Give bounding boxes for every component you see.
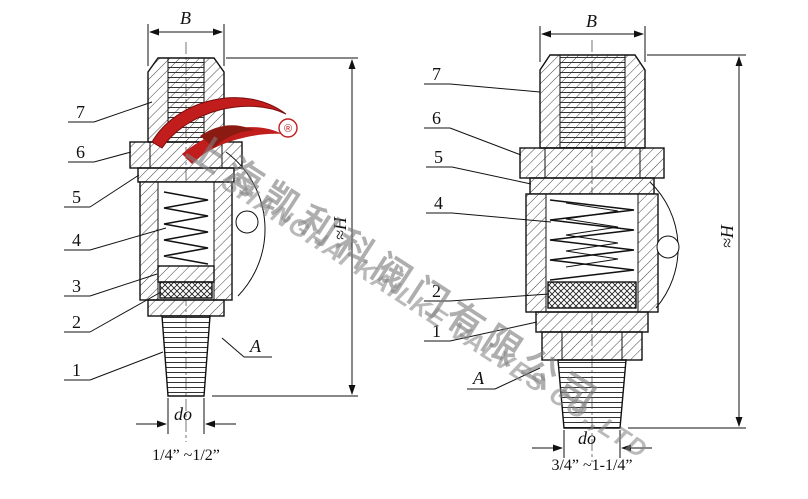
logo-flame — [200, 125, 254, 148]
left-detail-arc — [225, 151, 266, 297]
right-valve-figure: B ≈H do A 7 6 — [424, 11, 746, 474]
right-callout-7: 7 — [424, 64, 541, 93]
right-port-A: A — [467, 367, 541, 390]
left-shoulder — [147, 299, 225, 317]
right-dim-H: ≈H — [628, 54, 746, 429]
left-body-wall — [213, 181, 233, 301]
left-gland-ring — [137, 167, 235, 183]
brand-logo: ® — [151, 97, 298, 164]
right-seal — [547, 281, 637, 309]
left-callout-2: 2 — [64, 291, 162, 333]
right-dim-H-label: ≈H — [717, 224, 737, 248]
left-detail-circle — [235, 210, 259, 234]
left-part-4: 4 — [72, 230, 81, 250]
left-dim-do: do — [136, 398, 236, 434]
right-cap-bore — [559, 54, 626, 149]
left-size-range: 1/4” ~1/2” — [152, 447, 220, 464]
left-callout-3: 3 — [64, 273, 158, 297]
right-part-2: 2 — [432, 281, 441, 301]
left-disc-holder — [157, 265, 215, 283]
left-part-3: 3 — [72, 276, 81, 296]
left-dim-B-label: B — [180, 8, 191, 28]
left-part-1: 1 — [72, 360, 81, 380]
right-lower-hex — [541, 331, 643, 361]
left-callout-7: 7 — [68, 101, 153, 123]
right-threaded-stem — [557, 359, 627, 429]
right-dim-B: B — [539, 11, 646, 62]
right-part-1: 1 — [432, 321, 441, 341]
left-dim-H-label: ≈H — [330, 216, 350, 240]
right-detail-circle — [656, 235, 680, 259]
left-part-6: 6 — [76, 142, 85, 162]
right-body-wall — [637, 193, 659, 313]
left-dim-B: B — [147, 8, 225, 66]
right-part-7: 7 — [432, 64, 441, 84]
logo-registered-mark: ® — [284, 123, 292, 135]
left-seal — [159, 281, 213, 299]
left-threaded-stem — [161, 315, 211, 397]
left-callout-6: 6 — [68, 142, 132, 163]
right-gland-ring — [529, 177, 655, 195]
left-port-A-label: A — [249, 336, 262, 356]
right-size-range: 3/4” ~1-1/4” — [551, 457, 632, 474]
left-valve-figure: B ≈H do A 7 6 — [64, 8, 358, 464]
right-port-A-label: A — [472, 368, 485, 388]
left-dim-H: ≈H — [212, 57, 358, 397]
right-hex — [519, 147, 665, 179]
right-callout-4: 4 — [426, 193, 552, 223]
right-callout-1: 1 — [424, 321, 538, 342]
right-dim-do-label: do — [578, 428, 596, 448]
left-part-2: 2 — [72, 312, 81, 332]
right-dim-do: do — [532, 428, 652, 458]
left-spring — [163, 191, 209, 265]
left-callout-5: 5 — [64, 174, 140, 208]
right-part-5: 5 — [434, 147, 443, 167]
right-spring-inner — [565, 202, 619, 268]
logo-registered-circle — [278, 118, 298, 138]
logo-swoosh-upper — [151, 97, 287, 149]
right-shoulder — [535, 311, 649, 333]
right-dim-B-label: B — [586, 11, 597, 31]
right-callout-2: 2 — [424, 281, 550, 302]
right-callout-6: 6 — [424, 108, 522, 156]
left-callout-1: 1 — [64, 351, 164, 381]
left-callout-4: 4 — [64, 227, 167, 251]
right-part-4: 4 — [434, 193, 443, 213]
left-port-A: A — [221, 336, 272, 358]
left-part-5: 5 — [72, 187, 81, 207]
left-part-7: 7 — [76, 102, 85, 122]
left-dim-do-label: do — [174, 404, 192, 424]
left-body-wall — [139, 181, 159, 301]
right-part-6: 6 — [432, 108, 441, 128]
right-callout-5: 5 — [426, 147, 532, 185]
